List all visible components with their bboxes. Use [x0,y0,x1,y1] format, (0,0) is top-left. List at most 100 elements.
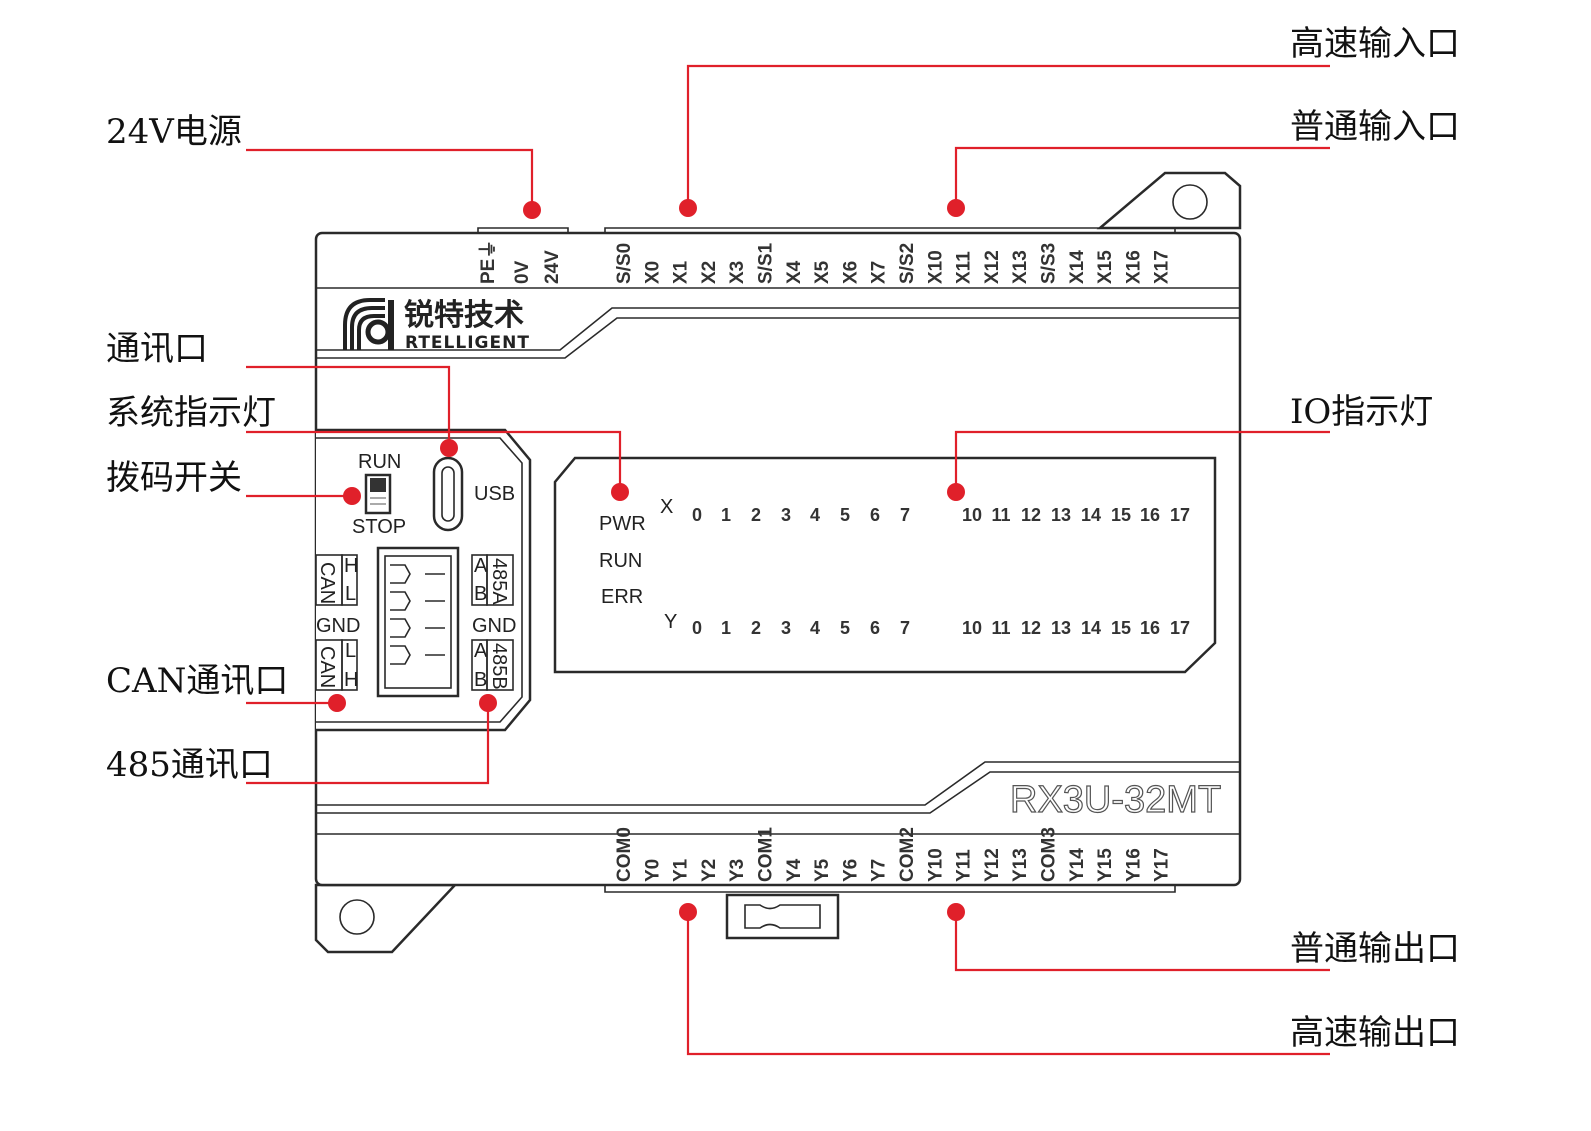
callout-normal-input: 普通输入口 [1290,107,1460,147]
terminal-connector-inner [384,555,452,689]
dot-io-led [947,483,965,501]
rs485b-box [486,639,514,691]
output-terminal-label: COM0 [614,827,635,882]
input-terminal-label: X13 [1010,250,1031,284]
dot-comm-port [440,439,458,457]
leader-power [246,148,534,210]
can-label-top: CAN [316,562,338,604]
input-terminal-label: X1 [671,260,692,284]
output-terminal-label: Y6 [840,859,861,882]
x-led-number: 2 [751,505,761,525]
y-led-number: 12 [1021,618,1041,638]
output-terminal-label: Y7 [869,859,890,882]
x-led-number: 6 [870,505,880,525]
switch-run-label: RUN [358,451,401,473]
usb-c-tongue [441,466,455,522]
callout-485-port: 485通讯口 [106,745,273,785]
mount-hole-top-right [1172,184,1208,220]
callout-dip-switch: 拨码开关 [106,458,242,498]
dot-dip-switch [343,487,361,505]
led-pwr-label: PWR [599,513,646,535]
input-terminal-label: X2 [699,261,720,284]
input-terminal-label: X12 [982,250,1003,284]
power-terminal-label: 24V [542,250,563,284]
leader-sys-led [246,430,622,492]
y-led-number: 2 [751,618,761,638]
x-led-number: 4 [810,505,820,525]
input-terminal-label: X3 [727,261,748,284]
output-terminal-label: Y12 [982,848,1003,882]
din-clip-latch [744,904,821,929]
led-y-row-label: Y [664,611,677,633]
bottom-terminal-cover [604,885,1176,893]
output-terminal-label: Y17 [1152,848,1173,882]
y-led-number: 6 [870,618,880,638]
input-terminal-label: S/S1 [756,242,777,284]
output-terminal-label: Y10 [925,848,946,882]
dot-hs-input [679,199,697,217]
output-terminal-label: Y4 [784,858,805,882]
x-led-number: 12 [1021,505,1041,525]
input-terminal-label: X10 [925,250,946,284]
led-x-row-label: X [660,496,673,518]
rs485-a-label-top: A [474,555,488,577]
output-terminal-label: COM2 [897,827,918,882]
leader-comm-port [246,365,451,448]
x-led-number: 10 [962,505,982,525]
callout-power: 24V电源 [106,112,242,152]
can-h-label-bottom: H [344,669,358,691]
input-terminal-label: X11 [954,251,975,284]
x-led-number: 16 [1140,505,1160,525]
led-window [553,456,1217,674]
y-led-number: 15 [1111,618,1131,638]
comm-panel-inner [316,437,523,723]
output-terminal-label: Y15 [1095,848,1116,882]
input-terminal-label: X4 [784,260,805,284]
usb-c-port[interactable] [432,456,464,532]
y-led-number: 4 [810,618,820,638]
can-hl-box-bottom [341,639,358,691]
can-h-label-top: H [344,555,358,577]
input-terminal-label: S/S0 [614,243,635,284]
output-terminal-label: Y16 [1123,848,1144,882]
dot-power [523,201,541,219]
callout-can-port: CAN通讯口 [106,661,288,701]
switch-stop-label: STOP [352,516,406,538]
mount-ear-top-right [1096,171,1242,230]
logo-band-inner [316,317,1240,359]
callout-sys-led: 系统指示灯 [106,393,276,433]
callout-hs-input: 高速输入口 [1290,24,1460,64]
din-clip [725,893,840,940]
connector-slots [390,564,445,665]
y-led-number: 1 [721,618,731,638]
callout-comm-port: 通讯口 [106,329,208,369]
output-terminal-label: Y3 [727,859,748,882]
y-led-number: 16 [1140,618,1160,638]
x-led-number: 17 [1170,505,1190,525]
x-led-number: 11 [991,505,1010,525]
rs485-b-label-top: B [474,583,487,605]
rs485a-label: 485A [488,558,510,605]
input-terminal-label: S/S3 [1039,243,1060,284]
logo-cn-text: 锐特技术 [404,298,524,333]
callout-hs-output: 高速输出口 [1290,1013,1460,1053]
can-hl-box-top [341,554,358,606]
output-terminal-label: Y5 [812,858,833,882]
top-terminal-cover [604,227,1176,233]
input-terminal-label: X5 [812,260,833,284]
output-terminal-label: COM3 [1039,827,1060,882]
rs485-a-label-bottom: A [474,640,488,662]
rs485-b-label-bottom: B [474,669,487,691]
output-terminal-label: Y14 [1067,848,1088,882]
dip-switch-lever [370,478,386,492]
y-led-number: 14 [1081,618,1101,638]
input-terminal-label: X16 [1123,250,1144,284]
terminal-connector[interactable] [376,546,460,698]
rtelligent-logo-icon [343,298,394,350]
leader-normal-input [954,146,1330,208]
y-led-number: 0 [692,618,702,638]
dot-485 [479,694,497,712]
input-terminal-label: X17 [1152,250,1173,284]
callout-io-led: IO指示灯 [1290,392,1433,432]
